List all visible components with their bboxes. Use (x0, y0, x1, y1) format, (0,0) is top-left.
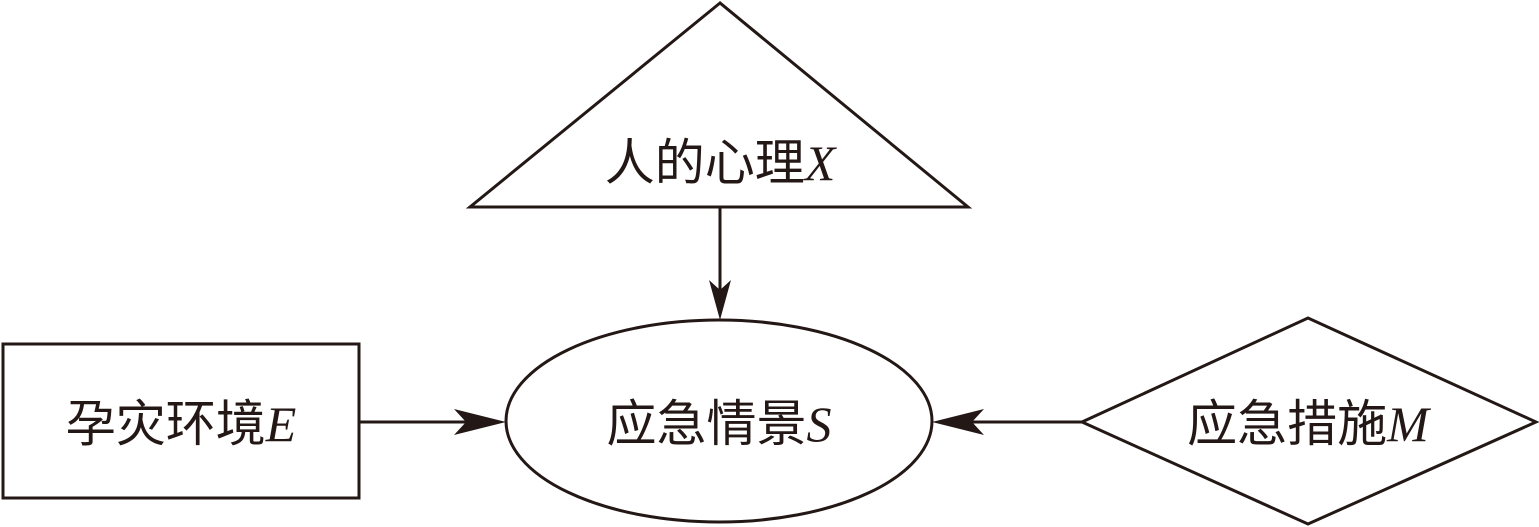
node-psychology: 人的心理X (465, 1, 973, 209)
rectangle-shape (1, 342, 361, 500)
node-psychology-var: X (803, 135, 838, 191)
arrowhead-icon (454, 409, 506, 435)
node-measures-label: 应急措施M (1187, 395, 1431, 453)
node-environment-label: 孕灾环境E (66, 395, 297, 453)
node-scenario-text: 应急情景 (607, 395, 807, 453)
node-scenario: 应急情景S (504, 318, 934, 524)
node-environment: 孕灾环境E (1, 342, 361, 500)
node-measures-text: 应急措施 (1187, 395, 1387, 453)
diamond-shape (1078, 316, 1539, 526)
node-measures-var: M (1386, 396, 1431, 452)
arrowhead-icon (932, 409, 984, 435)
node-psychology-label: 人的心理X (605, 134, 838, 192)
node-psychology-text: 人的心理 (605, 134, 805, 192)
node-environment-var: E (265, 396, 297, 452)
node-measures: 应急措施M (1078, 316, 1539, 526)
node-environment-text: 孕灾环境 (66, 395, 266, 453)
node-scenario-var: S (807, 396, 832, 452)
ellipse-shape (504, 318, 934, 524)
edge-psychology-to-scenario (709, 207, 731, 320)
edge-environment-to-scenario (359, 409, 506, 435)
edge-measures-to-scenario (932, 409, 1082, 435)
node-scenario-label: 应急情景S (607, 395, 832, 453)
arrowhead-icon (709, 280, 731, 320)
